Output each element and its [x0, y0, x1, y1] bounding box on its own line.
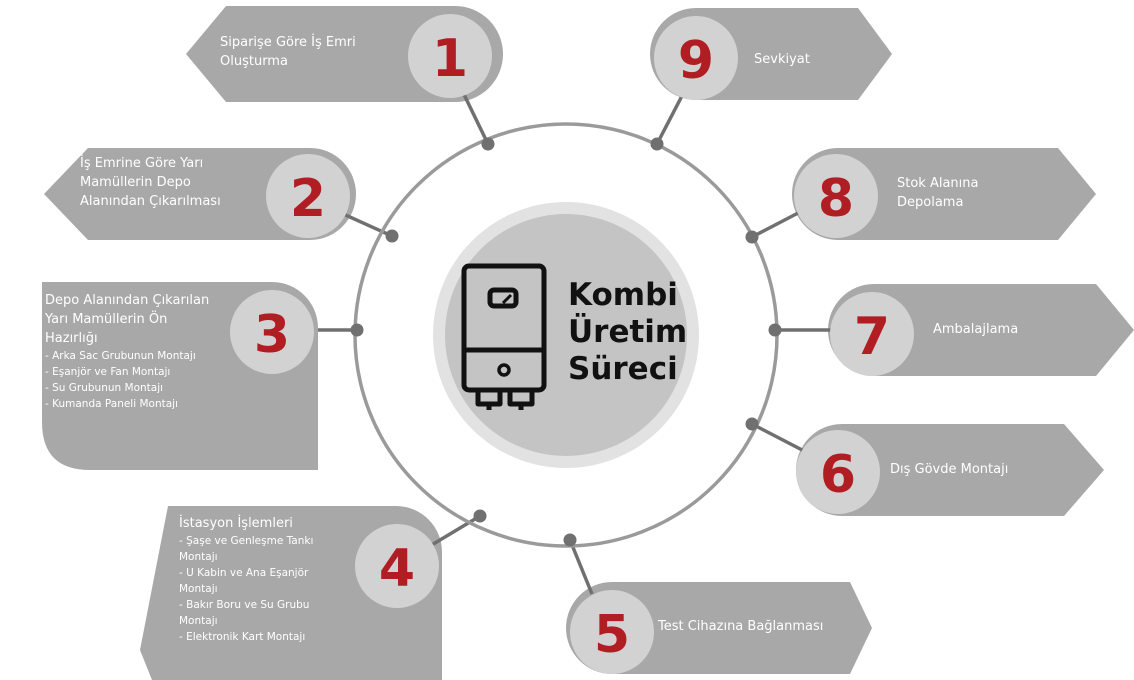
step-4-label: İstasyon İşlemleri - Şaşe ve Genleşme Ta… [179, 514, 313, 645]
step-4-item: - Şaşe ve Genleşme Tankı [179, 535, 314, 547]
step-2-number: 2 [290, 169, 326, 229]
step-3-item: - Kumanda Paneli Montajı [45, 398, 179, 410]
connector-6 [751, 422, 807, 454]
step-3-item: - Arka Sac Grubunun Montajı [45, 350, 196, 362]
step-6-text-line: Dış Gövde Montajı [890, 462, 1009, 477]
step-5-number: 5 [594, 605, 630, 665]
step-7-text-line: Ambalajlama [933, 322, 1019, 337]
title-line-3: Süreci [568, 351, 678, 387]
connector-dots [350, 137, 782, 547]
connector-dot-2 [385, 229, 399, 243]
connector-dot-1 [481, 137, 495, 151]
step-3-text-line: Depo Alanından Çıkarılan [45, 293, 210, 308]
step-4-item: Montajı [179, 583, 218, 595]
step-9-number: 9 [678, 31, 714, 91]
step-7-number-circle [830, 292, 914, 376]
connector-dot-3 [350, 323, 364, 337]
step-1-number-circle [408, 14, 492, 98]
step-4-number-circle [355, 524, 439, 608]
step-3-text-line: Yarı Mamüllerin Ön [45, 312, 168, 327]
step-3-number: 3 [254, 305, 290, 365]
step-3-number-circle [230, 290, 314, 374]
connector-dot-5 [563, 533, 577, 547]
step-2-label: İş Emrine Göre Yarı Mamüllerin Depo Alan… [80, 154, 221, 211]
connector-dot-6 [745, 417, 759, 431]
step-7-number: 7 [854, 307, 890, 367]
step-3-item: - Eşanjör ve Fan Montajı [45, 366, 171, 378]
diagram-title: Kombi Üretim Süreci [568, 277, 687, 388]
step-9-text-line: Sevkiyat [754, 52, 810, 67]
step-6-number-circle [796, 430, 880, 514]
step-5-text-line: Test Cihazına Bağlanması [658, 619, 824, 634]
boiler-icon [461, 263, 547, 410]
step-3-item: - Su Grubunun Montajı [45, 382, 164, 394]
connector-dot-4 [473, 509, 487, 523]
step-9-label: Sevkiyat [754, 50, 810, 69]
step-4-item: - U Kabin ve Ana Eşanjör [179, 567, 309, 579]
step-8-text-line: Depolama [897, 195, 964, 210]
step-6-number: 6 [820, 445, 856, 505]
step-5-number-circle [570, 590, 654, 674]
step-2-text-line: İş Emrine Göre Yarı [80, 156, 204, 171]
connector-8 [751, 210, 801, 239]
title-line-2: Üretim [568, 314, 688, 350]
connector-dot-8 [745, 230, 759, 244]
step-4-item: - Bakır Boru ve Su Grubu [179, 599, 310, 611]
connector-dot-9 [650, 137, 664, 151]
center-inner-circle [445, 214, 687, 456]
step-2-text-line: Mamüllerin Depo [80, 175, 191, 190]
step-4-item: Montajı [179, 615, 218, 627]
step-5-label: Test Cihazına Bağlanması [658, 617, 823, 636]
step-6-label: Dış Gövde Montajı [890, 460, 1008, 479]
step-1-label: Siparişe Göre İş Emri Oluşturma [220, 33, 356, 71]
step-3-label: Depo Alanından Çıkarılan Yarı Mamüllerin… [45, 291, 209, 412]
step-7-label: Ambalajlama [933, 320, 1018, 339]
step-8-number-circle [794, 154, 878, 238]
step-4-number: 4 [379, 539, 415, 599]
step-8-label: Stok Alanına Depolama [897, 174, 979, 212]
step-8-number: 8 [818, 169, 854, 229]
title-line-1: Kombi [568, 277, 678, 313]
step-9-number-circle [654, 16, 738, 100]
step-2-text-line: Alanından Çıkarılması [80, 194, 221, 209]
connector-4 [429, 514, 481, 548]
step-1-number: 1 [432, 29, 468, 89]
connector-dot-7 [768, 323, 782, 337]
step-8-text-line: Stok Alanına [897, 176, 979, 191]
step-2-number-circle [266, 154, 350, 238]
step-numbers: 1 2 3 4 5 6 7 8 9 [254, 29, 890, 665]
step-1-text-line: Oluşturma [220, 54, 288, 69]
step-4-item: - Elektronik Kart Montajı [179, 631, 306, 643]
step-4-text-line: İstasyon İşlemleri [179, 516, 293, 531]
step-1-text-line: Siparişe Göre İş Emri [220, 35, 356, 50]
number-circles [230, 14, 914, 674]
step-3-text-line: Hazırlığı [45, 331, 98, 346]
step-4-item: Montajı [179, 551, 218, 563]
connector-9 [655, 91, 686, 145]
connector-5 [568, 539, 594, 595]
